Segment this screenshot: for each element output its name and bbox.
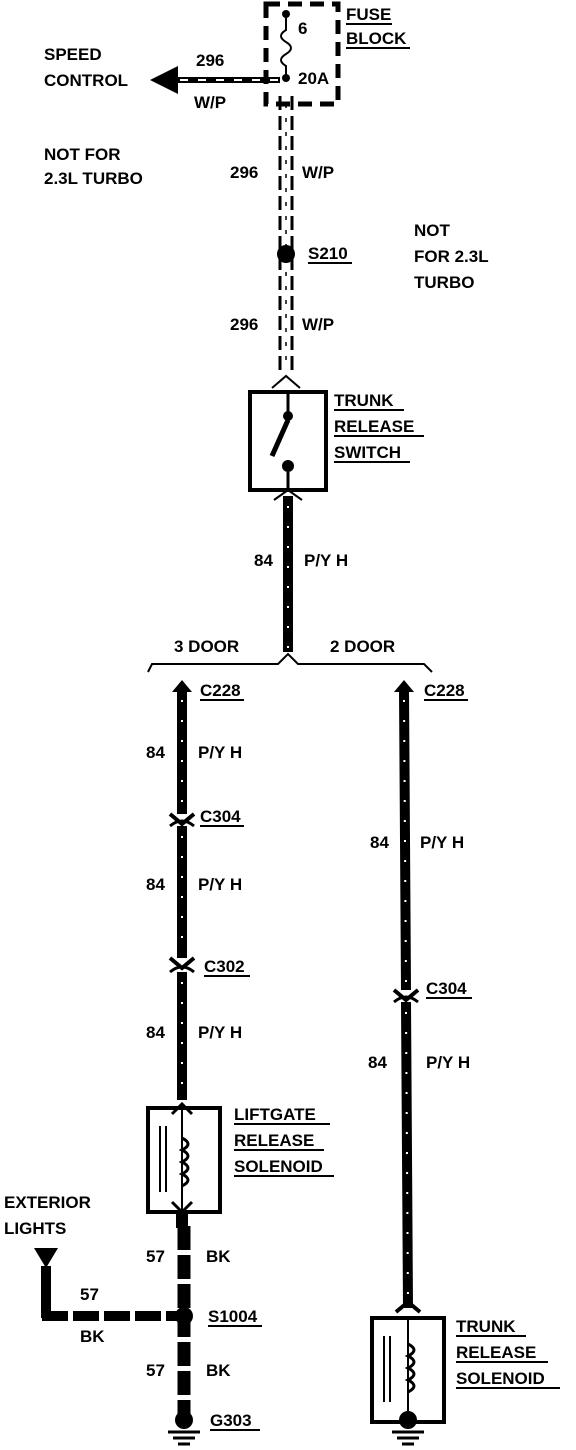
- left-seg3-circuit: 84: [146, 1023, 165, 1042]
- note-left-line2: 2.3L TURBO: [44, 169, 143, 188]
- exterior-lights-arrow-icon: [34, 1248, 58, 1268]
- feed-wire: [278, 96, 294, 370]
- fuse-rating: 20A: [298, 69, 329, 88]
- switch-output-color: P/Y H: [304, 551, 348, 570]
- ground-g303-icon: [168, 1411, 200, 1446]
- left-ground-lower-color: BK: [206, 1361, 231, 1380]
- left-c304-label: C304: [200, 807, 241, 826]
- splice-s1004-label: S1004: [208, 1307, 258, 1326]
- splice-s210-dot: [277, 245, 295, 263]
- switch-label-line1: TRUNK: [334, 391, 394, 410]
- exterior-lights-label-line2: LIGHTS: [4, 1219, 66, 1238]
- switch-blade-icon: [269, 418, 291, 458]
- liftgate-label-line1: LIFTGATE: [234, 1105, 316, 1124]
- switch-label-line2: RELEASE: [334, 417, 414, 436]
- exterior-lights-circuit: 57: [80, 1285, 99, 1304]
- speed-control-arrow-icon: [150, 66, 178, 94]
- trunk-solenoid-label-line2: RELEASE: [456, 1343, 536, 1362]
- left-c228-label: C228: [200, 681, 241, 700]
- left-seg2-circuit: 84: [146, 875, 165, 894]
- fuse-number: 6: [298, 19, 307, 38]
- fuse-block: [263, 1, 341, 107]
- branch-left-label: 3 DOOR: [174, 637, 239, 656]
- left-ground-upper-circuit: 57: [146, 1247, 165, 1266]
- left-seg1-color: P/Y H: [198, 743, 242, 762]
- feed-upper-circuit: 296: [230, 163, 258, 182]
- switch-input-chevron-icon: [271, 374, 301, 389]
- left-c228-connector-icon: [172, 680, 192, 692]
- right-c228-label: C228: [424, 681, 465, 700]
- speed-control-label-line2: CONTROL: [44, 71, 128, 90]
- right-c304-label: C304: [426, 979, 467, 998]
- trunk-release-switch: [248, 390, 328, 492]
- exterior-lights-label-line1: EXTERIOR: [4, 1193, 91, 1212]
- trunk-solenoid-label-line3: SOLENOID: [456, 1369, 545, 1388]
- left-c302-label: C302: [204, 957, 245, 976]
- liftgate-label-line2: RELEASE: [234, 1131, 314, 1150]
- branch-right-label: 2 DOOR: [330, 637, 395, 656]
- trunk-solenoid-ground-icon: [392, 1411, 424, 1446]
- liftgate-release-solenoid: [146, 1101, 222, 1215]
- left-seg1-circuit: 84: [146, 743, 165, 762]
- ground-g303-label: G303: [210, 1411, 252, 1430]
- feed-upper-color: W/P: [302, 163, 334, 182]
- right-c304-connector-icon: [392, 988, 420, 1003]
- trunk-solenoid-input-chevron-icon: [394, 1299, 422, 1314]
- fuse-block-title-line2: BLOCK: [346, 29, 407, 48]
- left-ground-lower-circuit: 57: [146, 1361, 165, 1380]
- liftgate-ground-connector-icon: [176, 1214, 188, 1228]
- feed-lower-circuit: 296: [230, 315, 258, 334]
- right-branch-wire: [399, 689, 413, 1309]
- exterior-lights-wire: [41, 1266, 184, 1321]
- switch-output-chevron-icon: [273, 488, 303, 501]
- speed-control-label-line1: SPEED: [44, 45, 102, 64]
- right-seg1-color: P/Y H: [420, 833, 464, 852]
- fuse-block-title-line1: FUSE: [346, 5, 391, 24]
- speed-control-color: W/P: [194, 93, 226, 112]
- left-c304-connector-icon: [168, 812, 196, 827]
- switch-label-line3: SWITCH: [334, 443, 401, 462]
- trunk-coil-icon: [404, 1342, 416, 1394]
- feed-lower-color: W/P: [302, 315, 334, 334]
- note-right-line3: TURBO: [414, 273, 474, 292]
- note-right-line1: NOT: [414, 221, 451, 240]
- right-c228-connector-icon: [394, 680, 414, 692]
- left-ground-upper-color: BK: [206, 1247, 231, 1266]
- left-seg2-color: P/Y H: [198, 875, 242, 894]
- liftgate-label-line3: SOLENOID: [234, 1157, 323, 1176]
- exterior-lights-color: BK: [80, 1327, 105, 1346]
- left-seg3-color: P/Y H: [198, 1023, 242, 1042]
- note-left-line1: NOT FOR: [44, 145, 121, 164]
- splice-s210-label: S210: [308, 244, 348, 263]
- trunk-solenoid-label-line1: TRUNK: [456, 1317, 516, 1336]
- right-seg2-color: P/Y H: [426, 1053, 470, 1072]
- liftgate-coil-icon: [178, 1136, 190, 1188]
- right-seg1-circuit: 84: [370, 833, 389, 852]
- branch-bracket: [147, 652, 433, 673]
- speed-control-wire: [150, 66, 280, 94]
- speed-control-circuit: 296: [196, 51, 224, 70]
- note-right-line2: FOR 2.3L: [414, 247, 489, 266]
- switch-output-circuit: 84: [254, 551, 273, 570]
- trunk-release-solenoid: [370, 1316, 446, 1424]
- right-seg2-circuit: 84: [368, 1053, 387, 1072]
